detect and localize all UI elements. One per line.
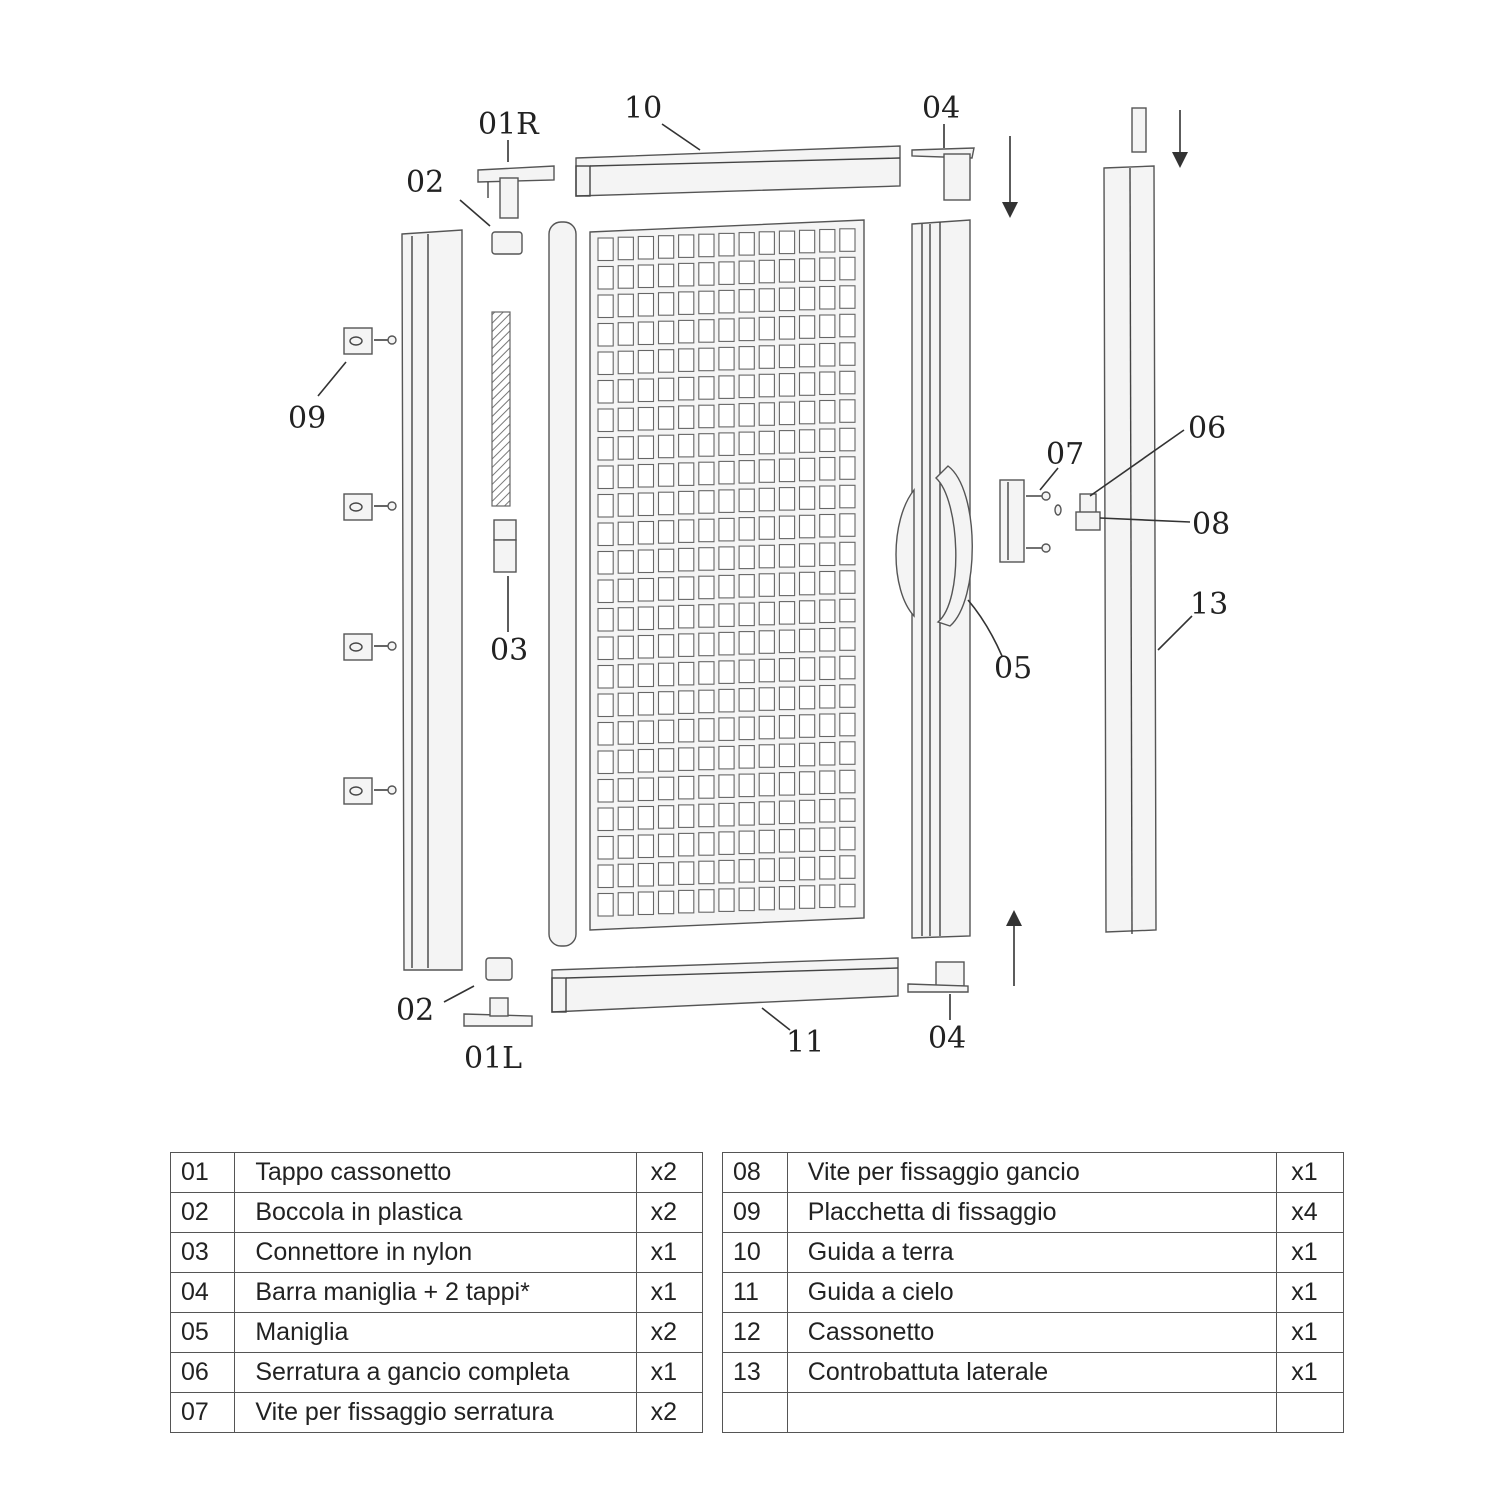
part-code: 09 — [722, 1192, 788, 1233]
callout-10: 10 — [624, 91, 662, 126]
table-row — [722, 1392, 1344, 1433]
part-code: 03 — [169, 1232, 236, 1273]
part-qty: x1 — [1276, 1272, 1344, 1313]
direction-arrows — [1002, 110, 1188, 986]
bottom-rail — [551, 957, 899, 1013]
left-side-profile — [401, 229, 463, 971]
callout-02-bottom: 02 — [396, 993, 434, 1028]
part-qty: x1 — [1276, 1352, 1344, 1393]
nylon-connector — [493, 519, 517, 573]
part-name: Boccola in plastica — [234, 1192, 637, 1233]
callout-01r: 01R — [478, 107, 540, 142]
part-code: 06 — [169, 1352, 236, 1393]
hook-lock — [999, 479, 1101, 563]
part-name: Guida a cielo — [786, 1272, 1278, 1313]
callout-01l: 01L — [464, 1041, 522, 1076]
part-code — [722, 1392, 788, 1433]
callout-03: 03 — [490, 633, 528, 668]
part-qty: x1 — [635, 1352, 704, 1393]
plastic-bushing-top — [491, 231, 523, 255]
handle-bar-cap-top — [911, 147, 975, 201]
callout-06: 06 — [1188, 411, 1226, 446]
part-code: 04 — [169, 1272, 236, 1313]
handle-bar-profile — [911, 219, 971, 939]
fixing-plates — [343, 327, 397, 805]
part-name — [786, 1392, 1278, 1433]
handle-bar-cap-bottom — [907, 961, 969, 993]
callout-09: 09 — [288, 401, 326, 436]
part-qty: x4 — [1276, 1192, 1344, 1233]
part-name: Guida a terra — [786, 1232, 1278, 1273]
end-cap-right — [477, 165, 555, 219]
lock-screws — [1026, 491, 1051, 553]
part-qty: x1 — [635, 1272, 704, 1313]
part-name: Serratura a gancio completa — [234, 1352, 637, 1393]
part-name: Vite per fissaggio serratura — [234, 1392, 637, 1433]
part-code: 13 — [722, 1352, 788, 1393]
callout-07: 07 — [1046, 437, 1084, 472]
part-qty: x2 — [635, 1392, 704, 1433]
part-name: Vite per fissaggio gancio — [786, 1152, 1278, 1193]
callout-04-bottom: 04 — [928, 1021, 966, 1056]
brush-strip — [491, 311, 511, 507]
callout-08: 08 — [1192, 507, 1230, 542]
cassonetto-tube — [548, 221, 577, 947]
callout-11: 11 — [786, 1025, 824, 1060]
part-qty: x1 — [1276, 1152, 1344, 1193]
part-code: 10 — [722, 1232, 788, 1273]
part-name: Connettore in nylon — [234, 1232, 637, 1273]
handle — [895, 465, 973, 627]
callout-04-top: 04 — [922, 91, 960, 126]
part-name: Cassonetto — [786, 1312, 1278, 1353]
mesh-panel — [589, 219, 865, 931]
exploded-assembly-diagram: 10 01R 02 04 09 03 07 06 08 13 05 02 01L… — [288, 91, 1230, 1076]
part-code: 08 — [722, 1152, 788, 1193]
part-qty — [1276, 1392, 1344, 1433]
part-code: 07 — [169, 1392, 236, 1433]
callout-labels: 10 01R 02 04 09 03 07 06 08 13 05 02 01L… — [288, 91, 1230, 1076]
part-code: 05 — [169, 1312, 236, 1353]
part-code: 01 — [169, 1152, 236, 1193]
part-qty: x1 — [1276, 1232, 1344, 1273]
part-qty: x2 — [635, 1152, 704, 1193]
part-code: 11 — [722, 1272, 788, 1313]
part-name: Maniglia — [234, 1312, 637, 1353]
part-name: Barra maniglia + 2 tappi* — [234, 1272, 637, 1313]
callout-02-top: 02 — [406, 165, 444, 200]
part-code: 02 — [169, 1192, 236, 1233]
end-cap-left — [463, 997, 533, 1027]
leader-lines — [317, 123, 1193, 1031]
part-name: Controbattuta laterale — [786, 1352, 1278, 1393]
part-qty: x1 — [635, 1232, 704, 1273]
callout-05: 05 — [994, 651, 1032, 686]
part-name: Tappo cassonetto — [234, 1152, 637, 1193]
part-qty: x1 — [1276, 1312, 1344, 1353]
part-qty: x2 — [635, 1192, 704, 1233]
part-code: 12 — [722, 1312, 788, 1353]
plastic-bushing-bottom — [485, 957, 513, 981]
part-name: Placchetta di fissaggio — [786, 1192, 1278, 1233]
callout-13: 13 — [1190, 587, 1228, 622]
top-rail — [575, 145, 901, 197]
part-qty: x2 — [635, 1312, 704, 1353]
side-counter-stop — [1103, 107, 1157, 935]
